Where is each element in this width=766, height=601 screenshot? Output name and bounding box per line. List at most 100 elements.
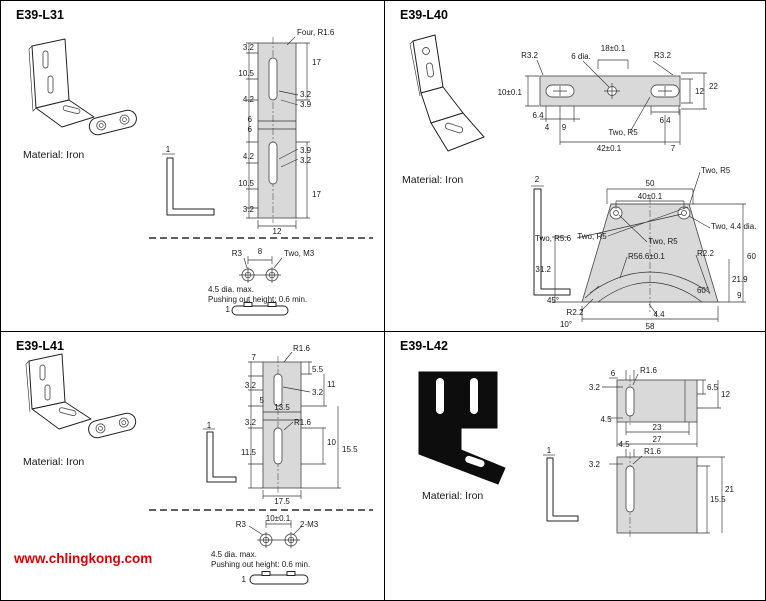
dimension-labels: 3.2 6 R1.6 6.5 12 4.5 23 27 3.2 4.5 R1.6…: [547, 366, 735, 504]
dim-label: Four, R1.6: [297, 28, 335, 37]
dim-label: 1: [166, 145, 171, 154]
dim-label: 42±0.1: [597, 144, 622, 153]
dim-label: R3: [236, 520, 247, 529]
front-dimension-drawing: [246, 36, 310, 229]
dim-label: 31.2: [535, 265, 551, 274]
dim-label: 4.5: [618, 440, 630, 449]
dim-label: 4.5 dia. max.: [208, 285, 254, 294]
dim-label: 11: [327, 380, 336, 389]
dim-label: 6.4: [532, 111, 544, 120]
dim-label: 27: [653, 435, 662, 444]
dim-label: 18±0.1: [601, 44, 626, 53]
bracket-isometric-view: [28, 38, 95, 128]
dim-label: Two, R5: [577, 232, 607, 241]
dim-label: 9: [562, 123, 567, 132]
side-profile-view: [162, 153, 215, 216]
dim-label: Pushing out height: 0.6 min.: [208, 295, 307, 304]
thread-detail-drawing: [231, 256, 289, 316]
dim-label: 3.9: [300, 146, 312, 155]
divider-horizontal: [1, 331, 765, 332]
dim-label: 3.2: [245, 381, 257, 390]
dim-label: Two, M3: [284, 249, 315, 258]
dim-label: 45°: [547, 296, 559, 305]
dim-label: 3.2: [589, 460, 601, 469]
dim-label: Two, R5: [608, 128, 638, 137]
adapter-plate: [88, 412, 137, 439]
adapter-plate: [88, 109, 137, 136]
dim-label: 3.2: [243, 43, 255, 52]
panel-title: E39-L41: [16, 339, 64, 353]
side-profile-view: [543, 454, 579, 522]
dim-label: 3.2: [312, 388, 324, 397]
dim-label: 9: [737, 291, 742, 300]
dim-label: 3.2: [245, 418, 257, 427]
bracket-isometric-view: [25, 353, 92, 430]
watermark-link[interactable]: www.chlingkong.com: [14, 551, 153, 566]
dim-label: R56.6±0.1: [628, 252, 665, 261]
dim-label: 12: [695, 87, 704, 96]
dim-label: Two, R5: [648, 237, 678, 246]
dim-label: 10°: [560, 320, 572, 329]
dim-label: 6 dia.: [571, 52, 591, 61]
dim-label: 4: [545, 123, 550, 132]
dim-label: 4.2: [243, 152, 255, 161]
bottom-dimension-drawing: [609, 449, 725, 538]
material-label: Material: Iron: [422, 490, 483, 502]
dim-label: 4.4: [653, 310, 665, 319]
dim-label: R1.6: [644, 447, 661, 456]
dim-label: 60: [747, 252, 756, 261]
side-profile-view: [531, 185, 571, 296]
dim-label: R2.2: [567, 308, 584, 317]
dim-label: 58: [646, 322, 655, 331]
drawing-e39-l31: Material: Iron: [23, 28, 373, 316]
dim-label: 3.2: [300, 90, 312, 99]
panel-title: E39-L42: [400, 339, 448, 353]
dim-label: 10.5: [238, 179, 254, 188]
dim-label: Two, R5.6: [535, 234, 572, 243]
dim-label: 4.5 dia. max.: [211, 550, 257, 559]
dim-label: 3.2: [243, 205, 255, 214]
material-label: Material: Iron: [23, 456, 84, 468]
dim-label: 17.5: [274, 497, 290, 506]
dim-label: 3.9: [300, 100, 312, 109]
dim-label: 1: [242, 575, 247, 584]
dim-label: 6.5: [707, 383, 719, 392]
dim-label: R3.2: [521, 51, 538, 60]
dim-label: R1.6: [294, 418, 311, 427]
dim-label: 5: [260, 396, 265, 405]
dimension-labels: R1.6 7 5.5 11 3.2 5 3.2 13.5 3.2 R1.6 11…: [207, 344, 358, 584]
dim-label: 60°: [697, 286, 709, 295]
dim-label: 8: [258, 247, 263, 256]
material-label: Material: Iron: [23, 149, 84, 161]
drawing-e39-l42: Material: Iron: [418, 366, 735, 538]
panel-e39-l42: Material: Iron: [385, 332, 765, 600]
dim-label: 10.5: [238, 69, 254, 78]
dim-label: 7: [671, 144, 676, 153]
dim-label: 11.5: [241, 448, 257, 457]
panel-title: E39-L40: [400, 8, 448, 22]
drawing-e39-l41: Material: Iron: [23, 344, 373, 585]
dim-label: R2.2: [697, 249, 714, 258]
dim-label: 6: [248, 115, 253, 124]
dim-label: 50: [646, 179, 655, 188]
dim-label: 13.5: [274, 403, 290, 412]
side-profile-view: [203, 428, 237, 483]
dim-label: 17: [312, 58, 321, 67]
panel-e39-l41: Material: Iron: [1, 332, 384, 600]
top-dimension-drawing: [525, 59, 707, 145]
bracket-silhouette-view: [418, 371, 506, 485]
front-dimension-drawing: [248, 351, 341, 499]
dimension-labels: Four, R1.6 3.2 10.5 4.2 17 3.2 3.9 6 6 3…: [166, 28, 335, 314]
dim-label: 15.5: [710, 495, 726, 504]
dim-label: 2-M3: [300, 520, 319, 529]
dim-label: 10: [327, 438, 336, 447]
dim-label: 12: [721, 390, 730, 399]
panel-e39-l31: Material: Iron: [1, 1, 384, 331]
dim-label: 6: [248, 125, 253, 134]
dim-label: 12: [273, 227, 282, 236]
dim-label: 5.5: [312, 365, 324, 374]
divider-vertical: [384, 1, 385, 600]
dim-label: R3: [232, 249, 243, 258]
dim-label: 23: [653, 423, 662, 432]
